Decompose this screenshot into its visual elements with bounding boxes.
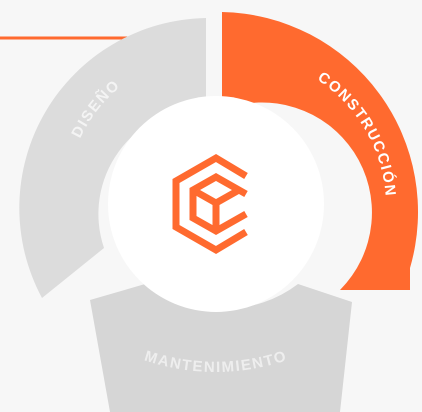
segment-construccion[interactable] (222, 12, 419, 290)
segment-mantenimiento[interactable] (90, 282, 352, 412)
cube-c-logo-icon (172, 153, 248, 255)
segment-diseno[interactable] (19, 18, 206, 298)
